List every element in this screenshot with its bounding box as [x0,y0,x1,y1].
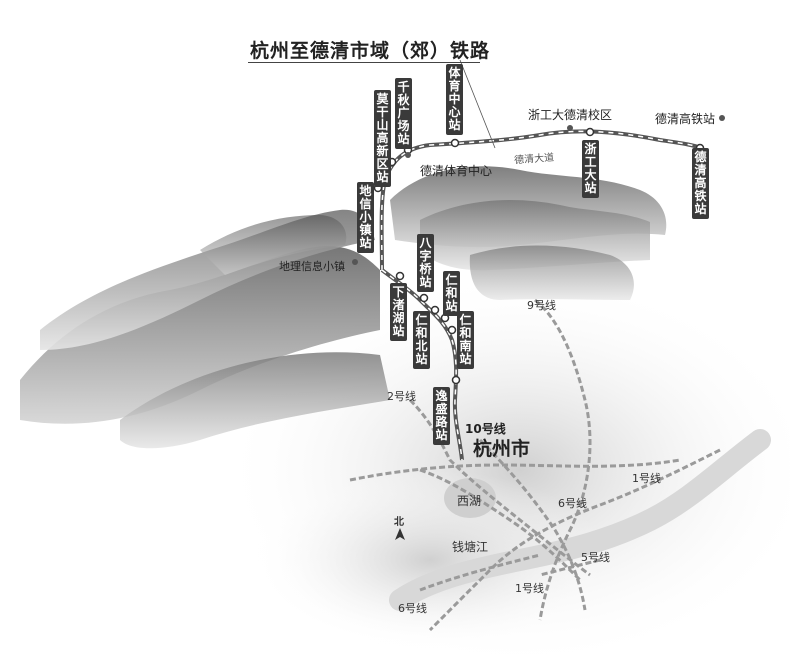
label-line2: 2号线 [387,390,416,403]
station-yishenglu[interactable]: 逸盛路站 [433,387,450,445]
label-geo-town: 地理信息小镇 [279,260,345,273]
label-north: 北 [394,517,404,528]
station-deqing-hsr[interactable]: 德清高铁站 [692,148,709,219]
station-moganshan[interactable]: 莫干山高新区站 [374,90,391,187]
label-deqing-hsr-place: 德清高铁站 [655,112,716,126]
north-arrow [395,528,405,540]
station-tiyu[interactable]: 体育中心站 [446,64,463,135]
station-qianqiu[interactable]: 千秋广场站 [395,78,412,149]
label-line1-east: 1号线 [632,472,661,485]
label-qiantang: 钱塘江 [452,540,489,554]
station-renhebei[interactable]: 仁和北站 [413,311,430,369]
qiantang-river [389,429,771,611]
station-renhe[interactable]: 仁和站 [443,271,460,316]
station-zhegongda[interactable]: 浙工大站 [582,140,599,198]
label-sports-center: 德清体育中心 [420,164,493,178]
station-dixin[interactable]: 地信小镇站 [357,182,374,253]
label-city: 杭州市 [473,438,531,460]
label-line6-center: 6号线 [558,497,587,510]
label-zjut-campus: 浙工大德清校区 [528,108,613,122]
label-deqing-avenue: 德清大道 [513,152,555,167]
label-west-lake: 西湖 [457,494,482,508]
label-line10: 10号线 [465,422,506,436]
map-title: 杭州至德清市域（郊）铁路 [250,40,491,62]
metro-lines [349,298,721,632]
station-baziqiao[interactable]: 八字桥站 [417,234,434,292]
mountains [20,166,667,449]
station-renhenan[interactable]: 仁和南站 [457,311,474,369]
place-dots [352,115,725,265]
label-line5: 5号线 [581,551,610,564]
label-line9: 9号线 [527,299,556,312]
station-xiazhuhu[interactable]: 下渚湖站 [390,283,407,341]
title-underline [248,62,480,63]
label-line6-south: 6号线 [398,602,427,615]
label-line1-south: 1号线 [515,582,544,595]
